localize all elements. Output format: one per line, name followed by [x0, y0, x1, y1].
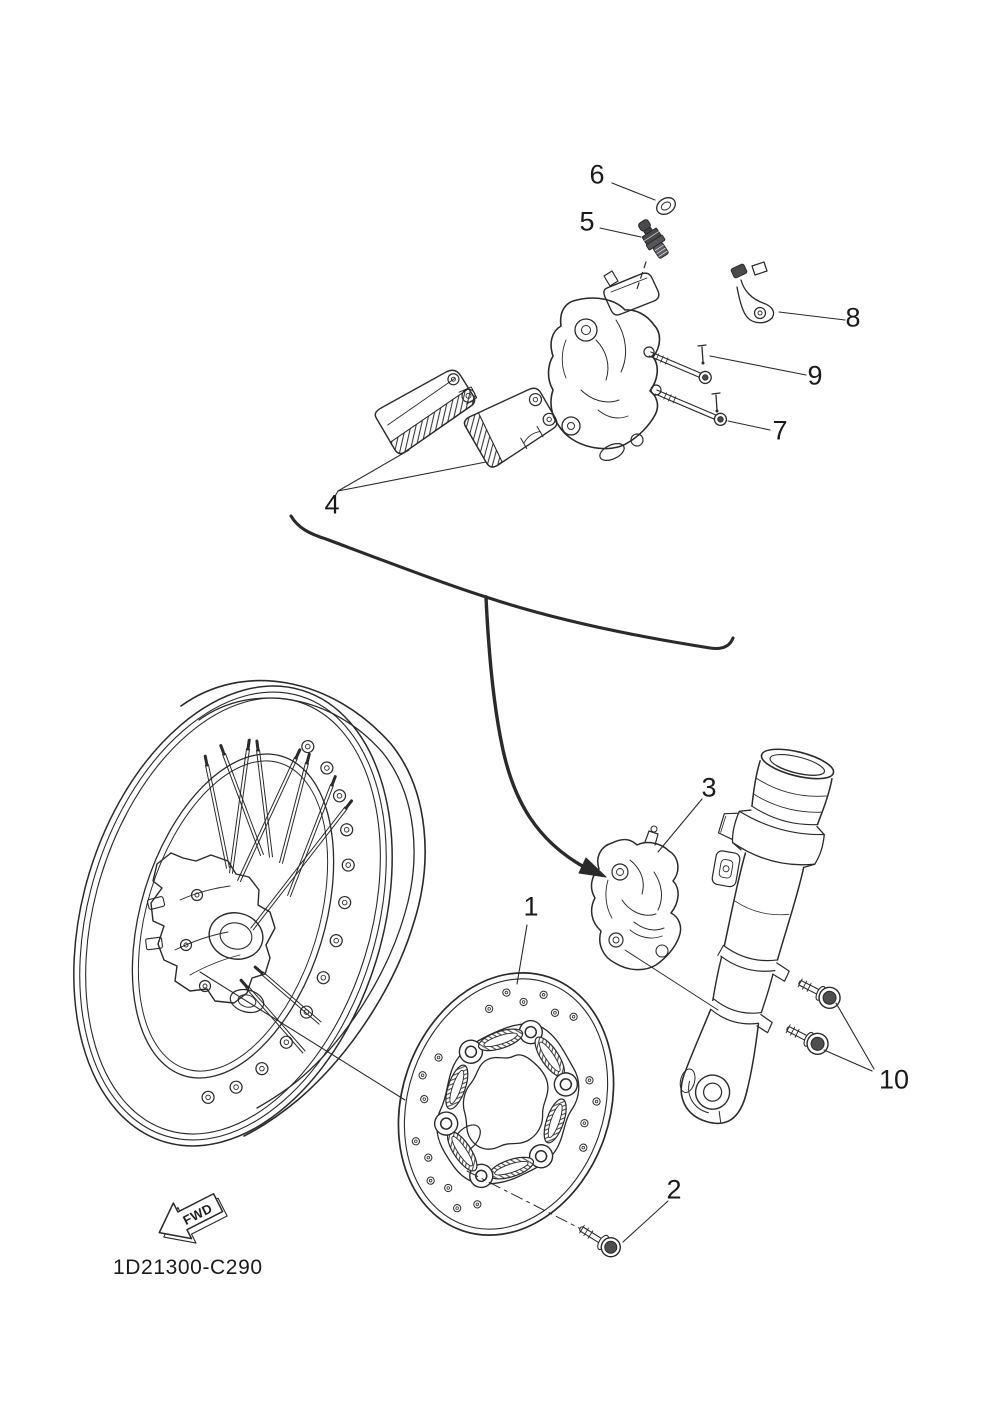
leader-10 — [823, 1002, 875, 1072]
disc-holes-and-slots — [411, 988, 601, 1213]
brake-disc — [397, 972, 615, 1236]
arrowhead-icon — [578, 857, 607, 878]
callout-5: 5 — [579, 206, 595, 237]
leader-6 — [611, 182, 656, 201]
leader-1 — [516, 924, 528, 985]
callout-6: 6 — [589, 159, 605, 190]
hose-bracket — [730, 261, 775, 324]
bleed-screw — [638, 219, 669, 259]
rim-spoke-holes — [201, 739, 355, 1104]
bleed-cap — [656, 197, 676, 215]
callout-4: 4 — [324, 489, 340, 520]
leader-4 — [333, 449, 487, 499]
leader-8 — [778, 311, 846, 321]
disc-bolt — [579, 1224, 621, 1258]
part-code: 1D21300-C290 — [113, 1256, 263, 1279]
assembly-bracket — [289, 514, 735, 651]
brake-pads — [374, 369, 558, 468]
fork-leg — [679, 748, 835, 1125]
wheel-spokes — [203, 738, 354, 1054]
wheel-hub — [145, 852, 276, 1014]
callout-1: 1 — [523, 891, 539, 922]
callout-8: 8 — [845, 302, 861, 333]
leader-9 — [709, 355, 807, 376]
callout-7: 7 — [772, 415, 788, 446]
callout-9: 9 — [807, 360, 823, 391]
caliper-mount-bolts — [785, 978, 841, 1056]
tire-phantom-arcs — [180, 679, 426, 1137]
leader-2 — [622, 1200, 669, 1243]
mounted-caliper — [590, 825, 719, 1011]
speedo-drive — [229, 988, 265, 1014]
bleed-screw-centerline — [636, 261, 647, 290]
wheel-rim — [73, 685, 393, 1147]
disc-bolt-centerline — [466, 1170, 586, 1232]
hub-to-disc-leader — [199, 971, 406, 1101]
pad-pins — [648, 351, 728, 427]
leader-5 — [599, 227, 642, 238]
callout-3: 3 — [701, 772, 717, 803]
leader-3 — [657, 798, 703, 853]
leader-lines — [333, 182, 875, 1243]
callout-2: 2 — [666, 1174, 682, 1205]
callout-10: 10 — [878, 1064, 910, 1095]
front-wheel — [73, 679, 426, 1147]
pad-pin-clips — [697, 344, 721, 413]
leader-7 — [727, 420, 771, 431]
brake-caliper-exploded — [547, 270, 662, 461]
assembly-arrow — [484, 595, 607, 878]
fwd-arrow: FWD — [158, 1192, 228, 1244]
